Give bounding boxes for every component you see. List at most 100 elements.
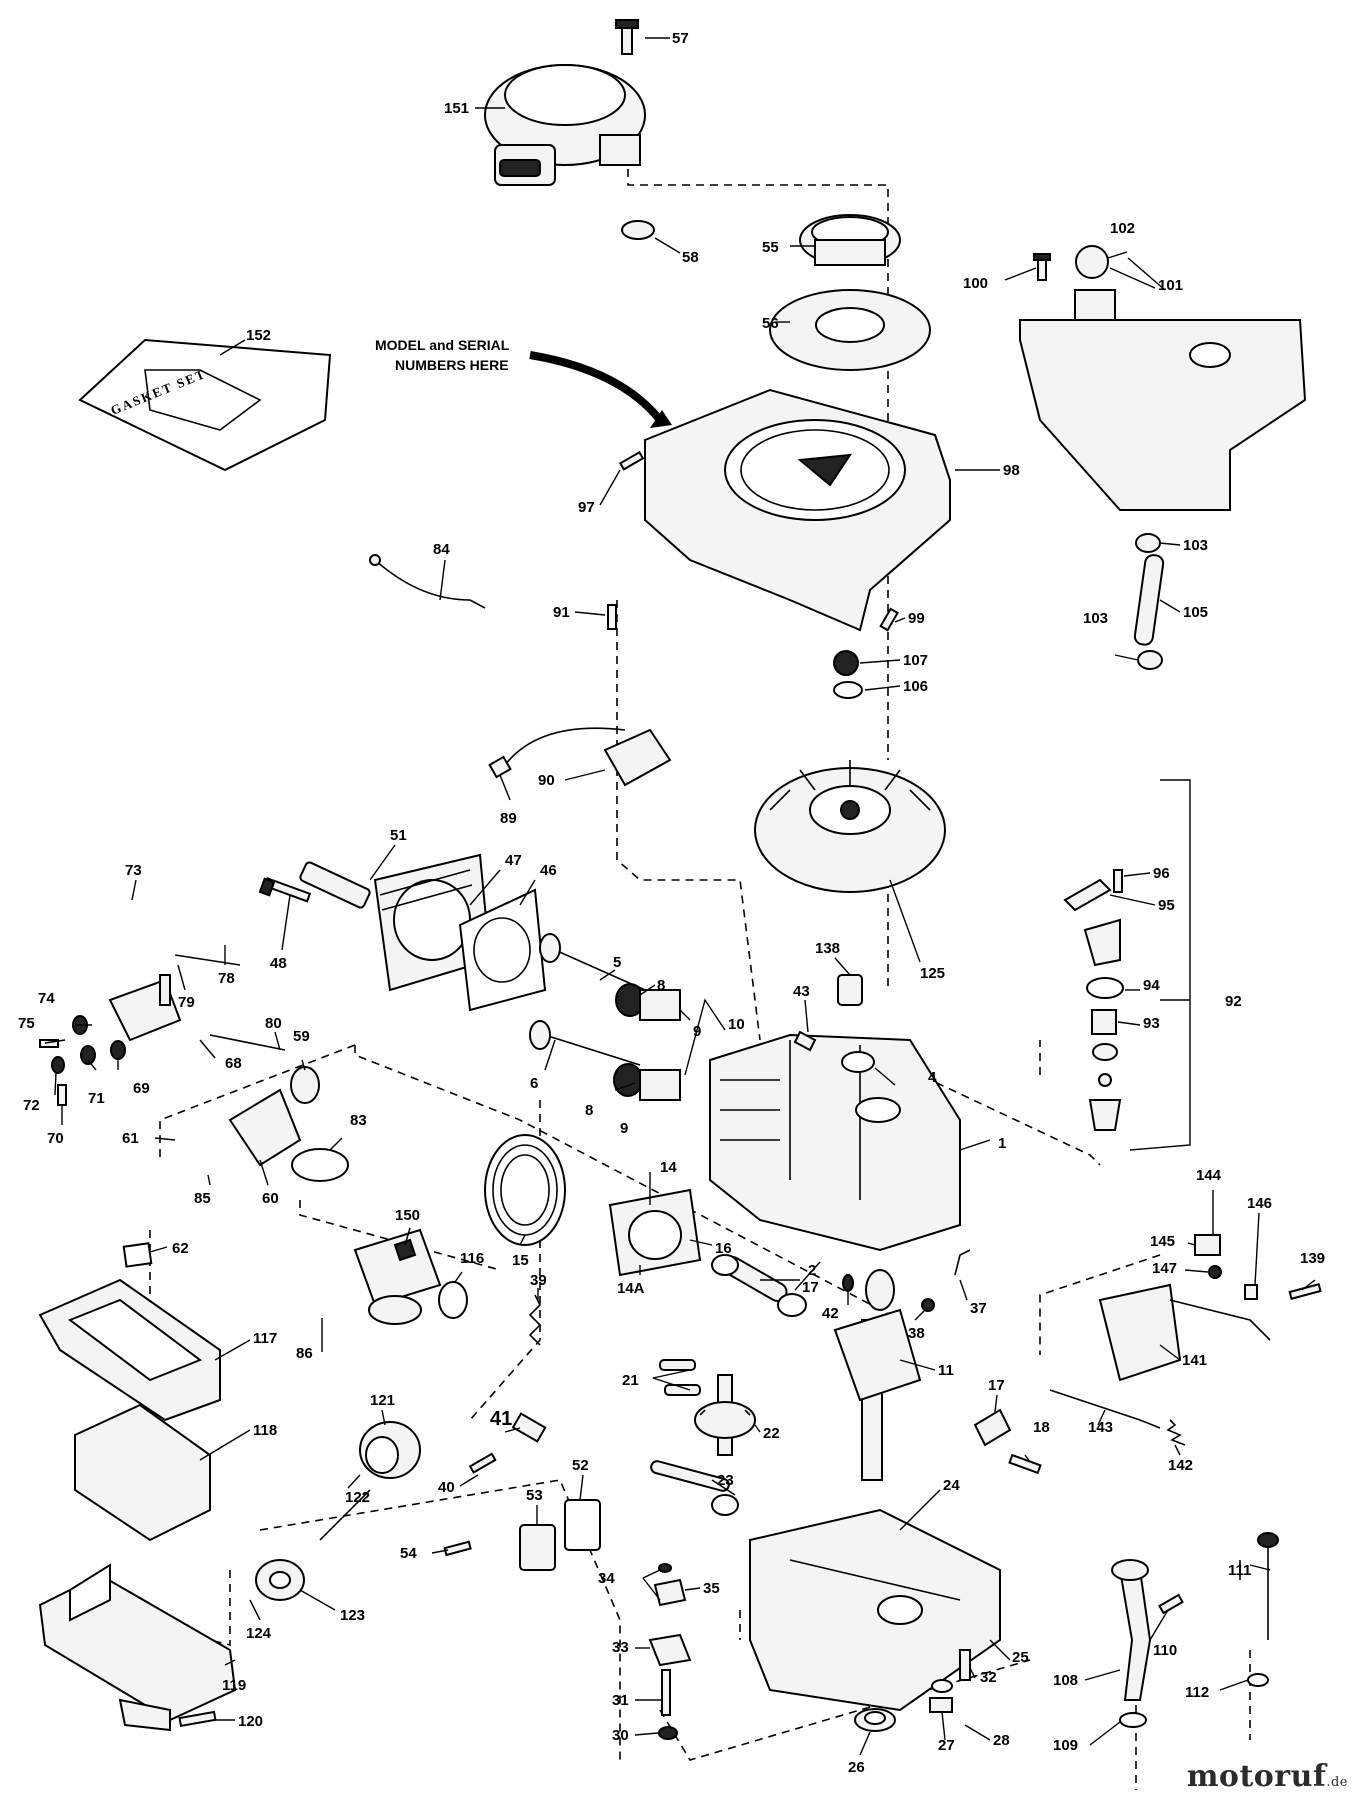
- label-58: 58: [682, 249, 699, 266]
- label-59: 59: [293, 1028, 310, 1045]
- label-38: 38: [908, 1325, 925, 1342]
- crankcase-block-1: [709, 1033, 961, 1252]
- deflector-123-122: [255, 1489, 371, 1601]
- oring-109-112: [1119, 1673, 1269, 1728]
- screw-54-40: [443, 1452, 497, 1557]
- tappets-21: [659, 1359, 701, 1396]
- crankshaft-11: [833, 1269, 922, 1481]
- screw-100: [1033, 253, 1051, 281]
- label-10: 10: [728, 1016, 745, 1033]
- label-54: 54: [400, 1545, 417, 1562]
- label-31: 31: [612, 1692, 629, 1709]
- label-107: 107: [903, 652, 928, 669]
- label-146: 146: [1247, 1195, 1272, 1212]
- camshaft-22: [694, 1374, 756, 1456]
- valve-springs-8-9: [613, 983, 681, 1101]
- parts-label-62: [122, 1242, 153, 1268]
- watermark-logo: motoruf.de: [1187, 1759, 1348, 1794]
- label-23: 23: [717, 1472, 734, 1489]
- label-116: 116: [460, 1250, 484, 1267]
- label-40: 40: [438, 1479, 455, 1496]
- label-53: 53: [526, 1487, 543, 1504]
- nut-107: [833, 650, 859, 676]
- label-21: 21: [622, 1372, 639, 1389]
- fuel-tank-101: [1019, 245, 1307, 511]
- wire-84: [369, 554, 486, 609]
- model-serial-note: MODEL and SERIAL NUMBERS HERE: [375, 337, 672, 428]
- carb-fitting-96-92: [1063, 869, 1124, 1131]
- oil-pump-33-35: [648, 1563, 692, 1740]
- label-145: 145: [1150, 1233, 1175, 1250]
- label-9-bottom: 9: [620, 1120, 628, 1137]
- label-17-rod: 17: [802, 1279, 819, 1296]
- starter-cup-55: [799, 214, 901, 266]
- air-filter-118: [74, 1403, 211, 1542]
- screw-57: [615, 19, 639, 55]
- spark-plug-51: [299, 861, 371, 909]
- piston-14A: [608, 1188, 702, 1277]
- label-106: 106: [903, 678, 928, 695]
- label-60: 60: [262, 1190, 279, 1207]
- label-25: 25: [1012, 1649, 1029, 1666]
- label-109: 109: [1053, 1737, 1078, 1754]
- label-30: 30: [612, 1727, 629, 1744]
- label-103-top: 103: [1183, 537, 1208, 554]
- label-144: 144: [1196, 1167, 1222, 1184]
- carburetor-150: [353, 1228, 442, 1325]
- label-143: 143: [1088, 1419, 1113, 1436]
- label-120: 120: [238, 1713, 263, 1730]
- label-72: 72: [23, 1097, 40, 1114]
- label-142: 142: [1168, 1457, 1193, 1474]
- label-147: 147: [1152, 1260, 1177, 1277]
- label-111: 111: [1228, 1562, 1251, 1579]
- screw-120: [178, 1710, 217, 1728]
- label-123: 123: [340, 1607, 365, 1624]
- spacer-17-18: [973, 1408, 1042, 1475]
- label-150: 150: [395, 1207, 420, 1224]
- label-138: 138: [815, 940, 840, 957]
- label-122: 122: [345, 1489, 370, 1506]
- air-cleaner-base-119: [38, 1563, 237, 1732]
- screw-97: [618, 450, 645, 471]
- label-74: 74: [38, 990, 55, 1007]
- label-93: 93: [1143, 1015, 1160, 1032]
- label-46: 46: [540, 862, 557, 879]
- label-96: 96: [1153, 865, 1170, 882]
- label-35: 35: [703, 1580, 720, 1597]
- label-56: 56: [762, 315, 779, 332]
- label-48: 48: [270, 955, 287, 972]
- label-2: 2: [808, 1262, 816, 1279]
- flywheel-125: [754, 760, 946, 893]
- pin-43: [793, 1030, 817, 1052]
- label-33: 33: [612, 1639, 629, 1656]
- label-110: 110: [1153, 1642, 1177, 1659]
- label-152: 152: [246, 327, 271, 344]
- intake-gasket-83: [291, 1148, 349, 1182]
- label-27: 27: [938, 1737, 955, 1754]
- label-8-top: 8: [657, 977, 665, 994]
- label-42: 42: [822, 1305, 839, 1322]
- label-86: 86: [296, 1345, 313, 1362]
- plug-27-28: [929, 1679, 953, 1713]
- label-24: 24: [943, 1477, 960, 1494]
- label-52: 52: [572, 1457, 589, 1474]
- bolt-32: [959, 1649, 971, 1681]
- sump-base-25: [749, 1508, 1001, 1712]
- small-hardware-left: [39, 954, 286, 1106]
- label-89: 89: [500, 810, 517, 827]
- label-28: 28: [993, 1732, 1010, 1749]
- head-gasket-46: [458, 888, 547, 1012]
- gasket-116: [438, 1281, 468, 1319]
- label-151: 151: [444, 100, 469, 117]
- label-112: 112: [1185, 1684, 1209, 1701]
- dipstick-tube-108: [1111, 1559, 1152, 1701]
- label-79: 79: [178, 994, 195, 1011]
- label-108: 108: [1053, 1672, 1078, 1689]
- label-18: 18: [1033, 1419, 1050, 1436]
- label-4: 4: [928, 1069, 937, 1086]
- label-100: 100: [963, 275, 988, 292]
- label-102: 102: [1110, 220, 1135, 237]
- muffler-121: [359, 1421, 421, 1479]
- label-9-top: 9: [693, 1023, 701, 1040]
